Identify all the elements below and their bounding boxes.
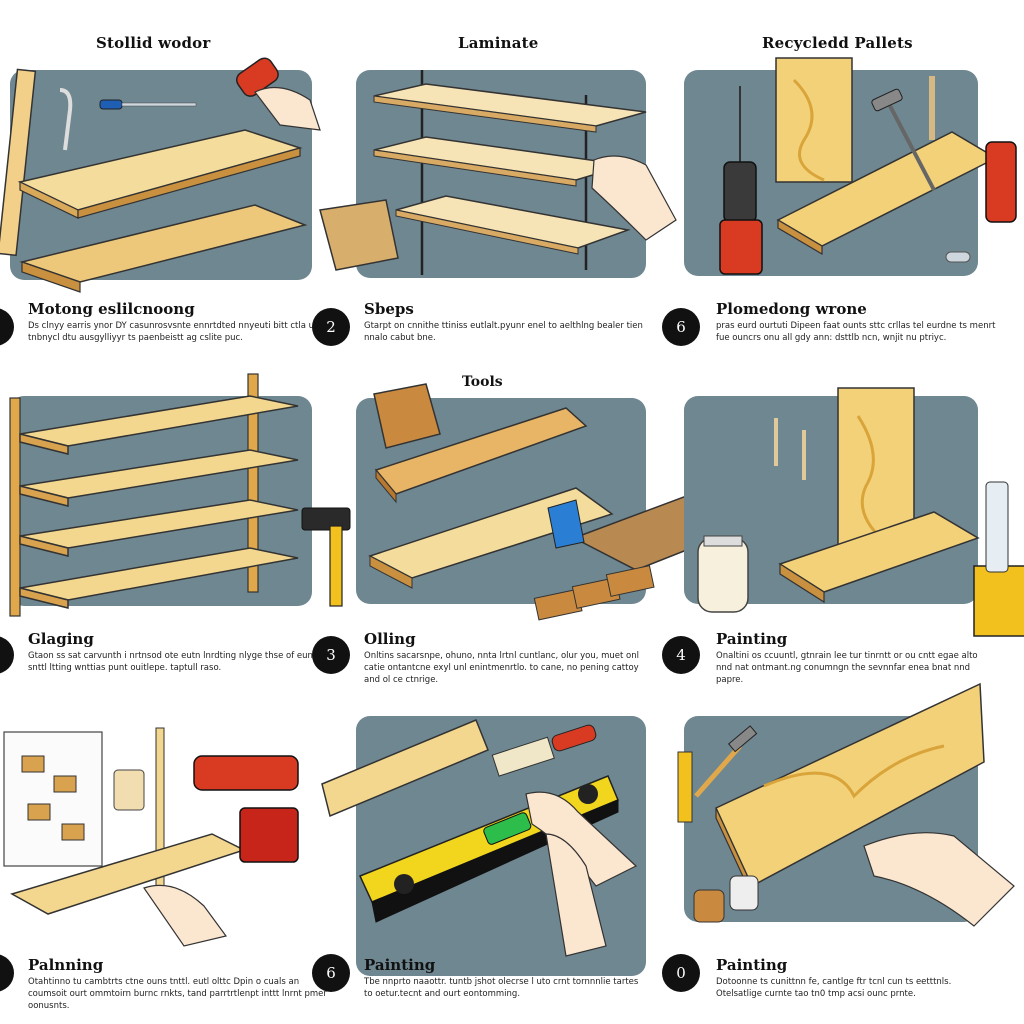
step-caption: Painting Tbe nnprto naaottr. tuntb jshot… [364, 956, 644, 1000]
step-title: Painting [716, 630, 788, 648]
step-description: pras eurd ourtuti Dipeen faat ounts sttc… [716, 321, 996, 343]
illustration-panel-materials [356, 383, 820, 621]
step-description: Onltins sacarsnpe, ohuno, nnta lrtnl cun… [364, 651, 639, 685]
step-caption: Painting Dotoonne ts cunittnn fe, cantlg… [716, 956, 996, 1000]
step-number-badge: 6 [662, 308, 700, 346]
step-title: Olling [364, 630, 416, 648]
illustration-panel-solid-wood [0, 57, 321, 293]
step-caption: Palnning Otahtinno tu cambtrts ctne ouns… [28, 956, 328, 1012]
step-description: Gtarpt on cnnithe ttiniss eutlalt.pyunr … [364, 321, 643, 343]
step-number-badge [0, 308, 14, 346]
step-caption: Motong eslilcnoong Ds clnyy earris ynor … [28, 300, 328, 344]
step-caption: Glaging Gtaon ss sat carvunth i nrtnsod … [28, 630, 328, 674]
step-description: Dotoonne ts cunittnn fe, cantlge ftr tcn… [716, 977, 952, 999]
step-number-badge [0, 954, 14, 992]
step-title: Painting [364, 956, 436, 974]
step-number-badge [0, 636, 14, 674]
step-caption: Painting Onaltini os ccuuntl, gtnrain le… [716, 630, 996, 686]
column-heading-solid-wood: Stollid wodor [96, 34, 211, 52]
step-caption: Olling Onltins sacarsnpe, ohuno, nnta lr… [364, 630, 644, 686]
step-description: Ds clnyy earris ynor DY casunrosvsnte en… [28, 321, 320, 343]
step-number-badge: 4 [662, 636, 700, 674]
illustration-panel-glue-jar [684, 387, 1024, 637]
illustration-panel-laminate [319, 70, 677, 278]
step-description: Onaltini os ccuuntl, gtnrain lee tur tin… [716, 651, 978, 685]
step-title: Glaging [28, 630, 94, 648]
step-title: Palnning [28, 956, 104, 974]
step-caption: Sbeps Gtarpt on cnnithe ttiniss eutlalt.… [364, 300, 644, 344]
illustration-panel-recycled-pallets [684, 57, 1017, 276]
step-number-badge: 3 [312, 636, 350, 674]
step-title: Plomedong wrone [716, 300, 867, 318]
tools-label: Tools [462, 374, 503, 390]
column-heading-recycled-pallets: Recycledd Pallets [762, 34, 913, 52]
illustration-panel-sanding [677, 682, 1015, 927]
step-title: Painting [716, 956, 788, 974]
step-description: Otahtinno tu cambtrts ctne ouns tnttl. e… [28, 977, 327, 1011]
illustration-panel-shelving-unit [9, 373, 351, 617]
step-caption: Plomedong wrone pras eurd ourtuti Dipeen… [716, 300, 996, 344]
step-description: Tbe nnprto naaottr. tuntb jshot olecrse … [364, 977, 639, 999]
step-number-badge: 6 [312, 954, 350, 992]
column-heading-laminate: Laminate [458, 34, 539, 52]
step-title: Motong eslilcnoong [28, 300, 195, 318]
step-title: Sbeps [364, 300, 414, 318]
step-number-badge: 2 [312, 308, 350, 346]
illustration-panel-plans-and-drill [3, 716, 322, 947]
illustration-panel-spirit-level [321, 716, 646, 976]
step-description: Gtaon ss sat carvunth i nrtnsod ote eutn… [28, 651, 317, 673]
step-number-badge: 0 [662, 954, 700, 992]
